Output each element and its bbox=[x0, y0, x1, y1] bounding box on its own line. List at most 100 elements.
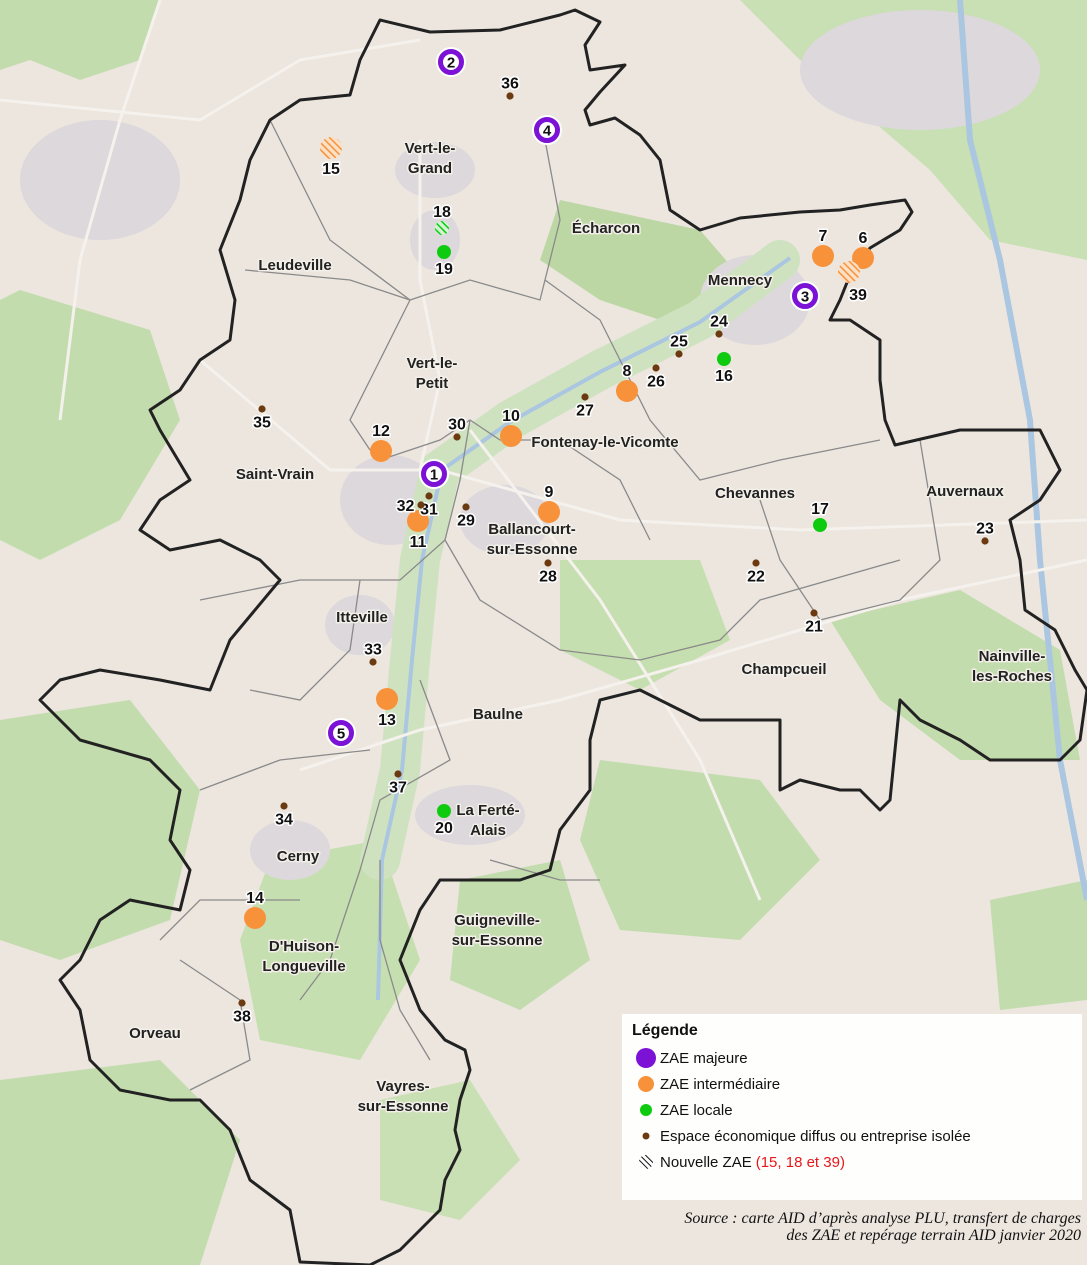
urban-area bbox=[800, 10, 1040, 130]
zae-number-30: 30 bbox=[448, 416, 466, 433]
forest-area bbox=[0, 290, 180, 560]
zae-number-25: 25 bbox=[670, 333, 688, 350]
zae-marker-36 bbox=[506, 92, 514, 100]
zae-marker-22 bbox=[752, 559, 760, 567]
zae-number-35: 35 bbox=[253, 415, 271, 432]
source-line-2: des ZAE et repérage terrain AID janvier … bbox=[786, 1227, 1081, 1244]
legend-label: ZAE locale bbox=[660, 1101, 733, 1119]
town-label-itteville: Itteville bbox=[336, 609, 388, 626]
zae-number-5: 5 bbox=[337, 726, 345, 743]
zae-marker-26 bbox=[652, 364, 660, 372]
town-label-vayres-sur-essonne: Vayres-sur-Essonne bbox=[358, 1078, 449, 1115]
source-line-1: Source : carte AID d’après analyse PLU, … bbox=[684, 1210, 1081, 1227]
forest-area bbox=[240, 840, 420, 1060]
legend-item-zae-majeure: ZAE majeure bbox=[632, 1047, 748, 1069]
town-label-vert-le-petit: Vert-le-Petit bbox=[407, 355, 458, 392]
legend-swatch-intermediaire-icon bbox=[638, 1076, 654, 1092]
zae-number-33: 33 bbox=[364, 641, 382, 658]
legend-label: ZAE intermédiaire bbox=[660, 1075, 781, 1093]
map-legend: Légende ZAE majeure ZAE intermédiaire ZA… bbox=[622, 1014, 1082, 1200]
road bbox=[58, 0, 162, 421]
legend-item-zae-intermediaire: ZAE intermédiaire bbox=[632, 1073, 780, 1095]
forest-area bbox=[0, 1060, 240, 1265]
zae-marker-29 bbox=[462, 503, 470, 511]
zae-number-7: 7 bbox=[819, 228, 828, 245]
zae-number-39: 39 bbox=[849, 287, 867, 304]
town-label-orveau: Orveau bbox=[129, 1025, 181, 1042]
zae-marker-center-3 bbox=[797, 288, 813, 304]
intercommunality-boundary bbox=[38, 8, 1087, 1265]
zae-marker-38 bbox=[238, 999, 246, 1007]
forest-area bbox=[0, 0, 160, 80]
zae-number-2: 2 bbox=[447, 55, 455, 72]
zae-marker-11 bbox=[407, 510, 429, 532]
zae-number-19: 19 bbox=[435, 261, 453, 278]
road bbox=[299, 558, 1087, 772]
zae-number-34: 34 bbox=[275, 812, 293, 829]
town-label-fontenay-le-vicomte: Fontenay-le-Vicomte bbox=[531, 434, 678, 451]
legend-label: Espace économique diffus ou entreprise i… bbox=[660, 1127, 971, 1145]
road bbox=[418, 140, 442, 471]
town-label-leudeville: Leudeville bbox=[258, 257, 331, 274]
town-label-guigneville-sur-essonne: Guigneville-sur-Essonne bbox=[452, 912, 543, 949]
legend-label: Nouvelle ZAE bbox=[660, 1153, 752, 1171]
urban-area bbox=[250, 820, 330, 880]
zae-number-27: 27 bbox=[576, 403, 594, 420]
essonne-river bbox=[376, 256, 792, 1001]
urban-area bbox=[20, 120, 180, 240]
zae-marker-16 bbox=[717, 352, 731, 366]
zae-marker-13 bbox=[376, 688, 398, 710]
zae-number-23: 23 bbox=[976, 520, 994, 537]
town-label-echarcon: Écharcon bbox=[572, 220, 640, 237]
town-label-cerny: Cerny bbox=[277, 848, 320, 865]
zae-marker-21 bbox=[810, 609, 818, 617]
zae-marker-24 bbox=[715, 330, 723, 338]
legend-swatch-locale-icon bbox=[640, 1104, 652, 1116]
zae-marker-9 bbox=[538, 501, 560, 523]
town-labels: Vert-le-Grand Écharcon Leudeville Mennec… bbox=[128, 139, 1054, 1117]
zae-marker-7 bbox=[812, 245, 834, 267]
zae-number-3: 3 bbox=[801, 289, 809, 306]
zae-number-20: 20 bbox=[435, 820, 453, 837]
zae-number-15: 15 bbox=[322, 161, 340, 178]
forest-area bbox=[560, 560, 730, 690]
road bbox=[0, 38, 421, 122]
zae-number-21: 21 bbox=[805, 619, 823, 636]
zae-marker-30 bbox=[453, 433, 461, 441]
zae-number-22: 22 bbox=[747, 569, 765, 586]
town-label-chevannes: Chevannes bbox=[715, 485, 795, 502]
road bbox=[468, 429, 762, 901]
urban-area bbox=[395, 142, 475, 198]
zae-markers: 1234567891011121314151617181920212223242… bbox=[232, 47, 996, 1027]
town-label-mennecy: Mennecy bbox=[708, 272, 773, 289]
zae-marker-center-1 bbox=[426, 466, 442, 482]
zae-marker-18 bbox=[435, 221, 449, 235]
zae-marker-28 bbox=[544, 559, 552, 567]
zae-number-14: 14 bbox=[246, 890, 264, 907]
zae-marker-center-5 bbox=[333, 725, 349, 741]
zae-number-38: 38 bbox=[233, 1009, 251, 1026]
zae-number-11: 11 bbox=[410, 534, 427, 551]
zae-marker-14 bbox=[244, 907, 266, 929]
zae-marker-15 bbox=[320, 137, 342, 159]
urban-area bbox=[415, 785, 525, 845]
forest-area bbox=[450, 860, 590, 1010]
zae-number-12: 12 bbox=[372, 423, 390, 440]
zae-number-13: 13 bbox=[378, 712, 396, 729]
zae-marker-31 bbox=[425, 492, 433, 500]
zae-marker-10 bbox=[500, 425, 522, 447]
zae-number-1: 1 bbox=[430, 467, 438, 484]
zae-number-16: 16 bbox=[715, 368, 733, 385]
zae-marker-center-2 bbox=[443, 54, 459, 70]
road bbox=[199, 358, 1087, 532]
zae-number-17: 17 bbox=[811, 501, 829, 518]
legend-swatch-hatch-icon bbox=[639, 1155, 653, 1169]
zae-marker-35 bbox=[258, 405, 266, 413]
zae-number-18: 18 bbox=[433, 204, 451, 221]
zae-number-28: 28 bbox=[539, 569, 557, 586]
town-label-la-ferte-alais: La Ferté-Alais bbox=[456, 802, 519, 839]
zae-marker-8 bbox=[616, 380, 638, 402]
zae-number-24: 24 bbox=[710, 313, 728, 330]
zae-number-8: 8 bbox=[623, 363, 632, 380]
